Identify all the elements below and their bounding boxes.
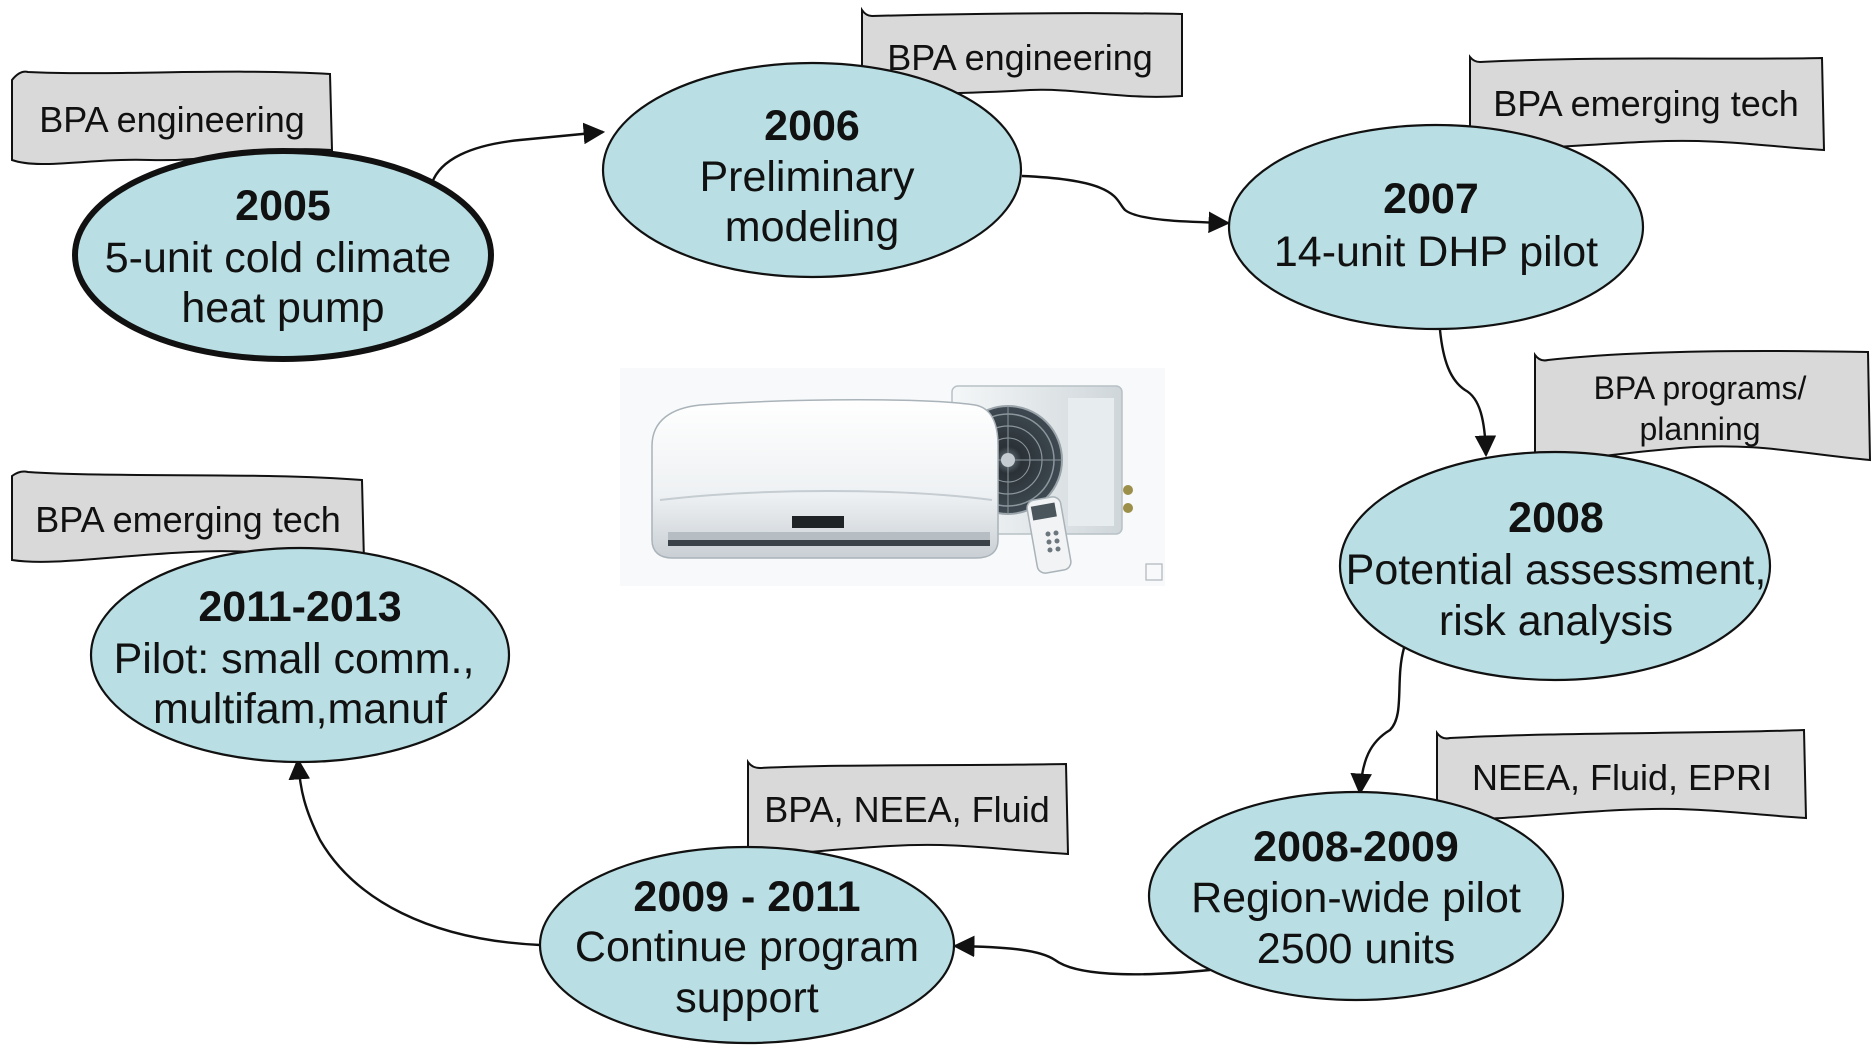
arrow-2005-to-2006	[430, 122, 606, 184]
node-2008: 2008 Potential assessment, risk analysis	[1338, 450, 1772, 682]
node-20092011-year: 2009 - 2011	[633, 873, 860, 921]
node-20082009-year: 2008-2009	[1253, 823, 1459, 871]
tag-20092011: BPA, NEEA, Fluid	[747, 758, 1070, 856]
node-20092011-line2: support	[675, 974, 818, 1022]
node-2008-line2: risk analysis	[1439, 597, 1673, 645]
arrow-20082009-to-20092011	[952, 935, 1211, 976]
arrow-20092011-to-20112013	[288, 757, 541, 947]
node-2007: 2007 14-unit DHP pilot	[1227, 123, 1645, 331]
ductless-heat-pump-illustration	[620, 368, 1165, 586]
node-2006-line2: modeling	[725, 203, 900, 251]
node-2008-year: 2008	[1508, 494, 1604, 542]
node-20082009-line2: 2500 units	[1257, 925, 1455, 973]
tag-20112013: BPA emerging tech	[11, 470, 366, 564]
arrow-2007-to-2008	[1438, 329, 1497, 458]
tag-2008-text-line2: planning	[1640, 411, 1761, 447]
tag-2005-text: BPA engineering	[39, 99, 305, 140]
node-2006: 2006 Preliminary modeling	[601, 61, 1023, 279]
tag-2007-text: BPA emerging tech	[1493, 83, 1799, 124]
responsible-party-tags: BPA engineering BPA engineering BPA emer…	[11, 6, 1872, 856]
tag-2008-text-line1: BPA programs/	[1594, 370, 1807, 406]
node-20112013-line1: Pilot: small comm.,	[114, 635, 475, 683]
tag-2006: BPA engineering	[861, 6, 1183, 98]
watermark-icon	[1145, 563, 1163, 581]
tag-20082009: NEEA, Fluid, EPRI	[1436, 728, 1808, 821]
milestone-nodes: 2005 5-unit cold climate heat pump 2006 …	[72, 61, 1772, 1045]
node-20092011: 2009 - 2011 Continue program support	[538, 845, 956, 1045]
tag-20112013-text: BPA emerging tech	[35, 499, 341, 540]
node-20092011-line1: Continue program	[575, 923, 919, 971]
arrow-2006-to-2007	[1021, 174, 1231, 234]
node-2006-year: 2006	[764, 102, 860, 150]
tag-2006-text: BPA engineering	[887, 37, 1153, 78]
connector-arrows	[288, 122, 1497, 976]
node-20082009: 2008-2009 Region-wide pilot 2500 units	[1147, 790, 1565, 1002]
node-2007-year: 2007	[1383, 175, 1479, 223]
node-20112013-line2: multifam,manuf	[153, 685, 448, 733]
node-2005-line2: heat pump	[181, 284, 384, 332]
tag-20082009-text: NEEA, Fluid, EPRI	[1472, 757, 1772, 798]
tag-2008: BPA programs/ planning	[1534, 349, 1872, 462]
indoor-unit-icon	[651, 399, 999, 559]
tag-2007: BPA emerging tech	[1469, 54, 1826, 152]
arrow-2008-to-20082009	[1350, 647, 1406, 796]
node-2005: 2005 5-unit cold climate heat pump	[72, 148, 494, 362]
remote-control-icon	[1026, 496, 1072, 574]
node-2006-line1: Preliminary	[699, 153, 915, 201]
node-2005-year: 2005	[235, 182, 331, 230]
node-2005-line1: 5-unit cold climate	[105, 234, 452, 282]
node-20112013-year: 2011-2013	[198, 583, 401, 631]
node-2007-line1: 14-unit DHP pilot	[1274, 228, 1598, 276]
node-2008-line1: Potential assessment,	[1346, 546, 1767, 594]
tag-2005: BPA engineering	[11, 70, 334, 165]
node-20112013: 2011-2013 Pilot: small comm., multifam,m…	[89, 546, 511, 764]
tag-20092011-text: BPA, NEEA, Fluid	[764, 789, 1049, 830]
node-20082009-line1: Region-wide pilot	[1191, 874, 1521, 922]
